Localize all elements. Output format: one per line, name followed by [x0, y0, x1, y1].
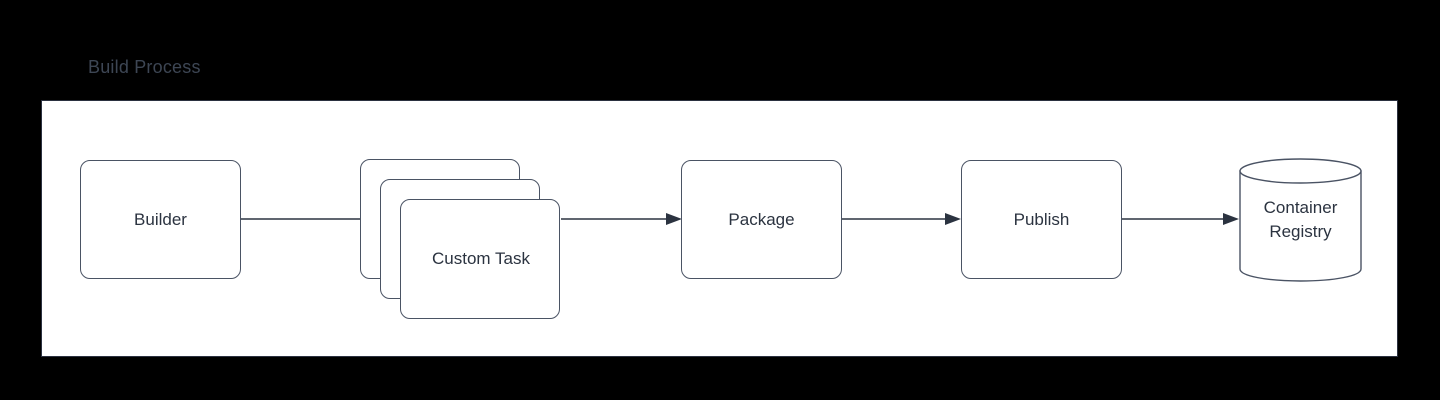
node-builder[interactable]: Builder — [80, 160, 241, 279]
node-publish[interactable]: Publish — [961, 160, 1122, 279]
connector-publish-to-container-registry — [1122, 211, 1239, 227]
connector-custom-task-to-package — [561, 211, 682, 227]
connector-package-to-publish — [842, 211, 961, 227]
custom-task-card-front[interactable]: Custom Task — [400, 199, 560, 319]
node-package[interactable]: Package — [681, 160, 842, 279]
build-process-panel: Builder Custom Task Custom Task Custom T… — [41, 100, 1398, 357]
database-cylinder-icon — [1239, 158, 1362, 282]
node-publish-label: Publish — [1013, 209, 1070, 229]
node-custom-task-label: Custom Task — [432, 249, 530, 268]
node-custom-task[interactable]: Custom Task Custom Task Custom Task — [360, 159, 562, 321]
node-package-label: Package — [728, 209, 795, 229]
node-builder-label: Builder — [134, 209, 187, 229]
page-title: Build Process — [88, 57, 201, 77]
node-container-registry[interactable]: Container Registry — [1239, 158, 1362, 282]
